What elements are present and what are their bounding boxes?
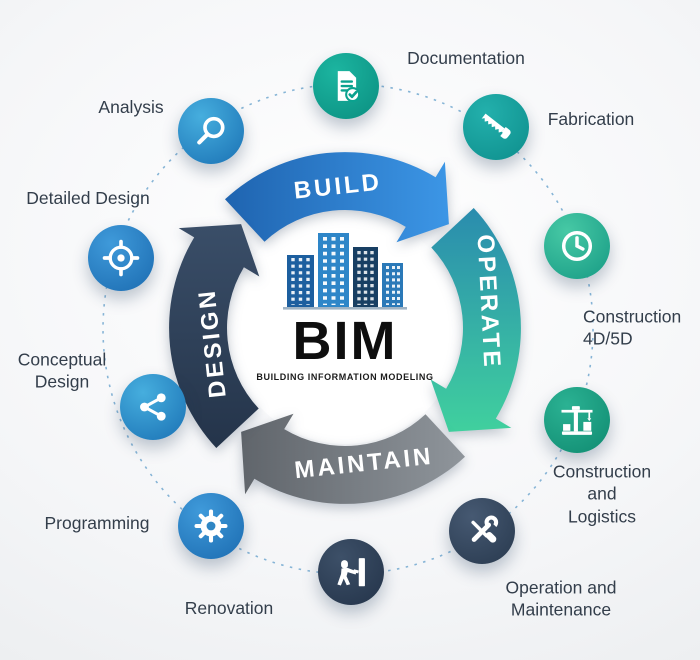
node-label-programming: Programming bbox=[44, 512, 150, 533]
build-arrow bbox=[225, 152, 449, 243]
node-circle-construction-and-logistics bbox=[544, 387, 610, 453]
node-label-conceptual-design: Conceptual Design bbox=[17, 349, 107, 392]
node-circle-analysis bbox=[178, 98, 244, 164]
node-circle-fabrication bbox=[463, 94, 529, 160]
bim-acronym: BIM bbox=[292, 311, 398, 371]
node-label-renovation: Renovation bbox=[184, 597, 274, 618]
maintain-arrow bbox=[241, 413, 465, 504]
document-check-icon bbox=[337, 71, 361, 103]
buildings-icon bbox=[283, 233, 407, 310]
gear-icon bbox=[194, 509, 228, 543]
node-circle-operation-and-maintenance bbox=[449, 498, 515, 564]
crane-icon bbox=[561, 406, 593, 435]
node-label-fabrication: Fabrication bbox=[547, 108, 635, 129]
node-label-documentation: Documentation bbox=[407, 47, 525, 68]
node-label-construction-and-logistics: Construction and Logistics bbox=[552, 461, 652, 527]
design-arrow bbox=[169, 224, 260, 448]
saw-icon bbox=[481, 113, 511, 139]
tools-icon bbox=[471, 515, 499, 543]
node-circle-documentation bbox=[313, 53, 379, 119]
node-label-construction-4d-5d: Construction 4D/5D bbox=[583, 306, 682, 349]
bim-subtitle: BUILDING INFORMATION MODELING bbox=[256, 372, 434, 382]
target-icon bbox=[102, 239, 140, 277]
node-circle-conceptual-design bbox=[120, 374, 186, 440]
node-circle-construction-4d-5d bbox=[544, 213, 610, 279]
node-circle-detailed-design bbox=[88, 225, 154, 291]
node-label-operation-and-maintenance: Operation and Maintenance bbox=[505, 577, 617, 620]
clock-icon bbox=[561, 230, 593, 262]
operate-arrow bbox=[430, 208, 521, 432]
node-circle-programming bbox=[178, 493, 244, 559]
magnifier-icon bbox=[197, 116, 225, 145]
node-circle-renovation bbox=[318, 539, 384, 605]
node-label-analysis: Analysis bbox=[98, 96, 164, 117]
worker-drill-icon bbox=[337, 558, 365, 587]
share-nodes-icon bbox=[140, 393, 166, 421]
node-label-detailed-design: Detailed Design bbox=[26, 187, 150, 208]
